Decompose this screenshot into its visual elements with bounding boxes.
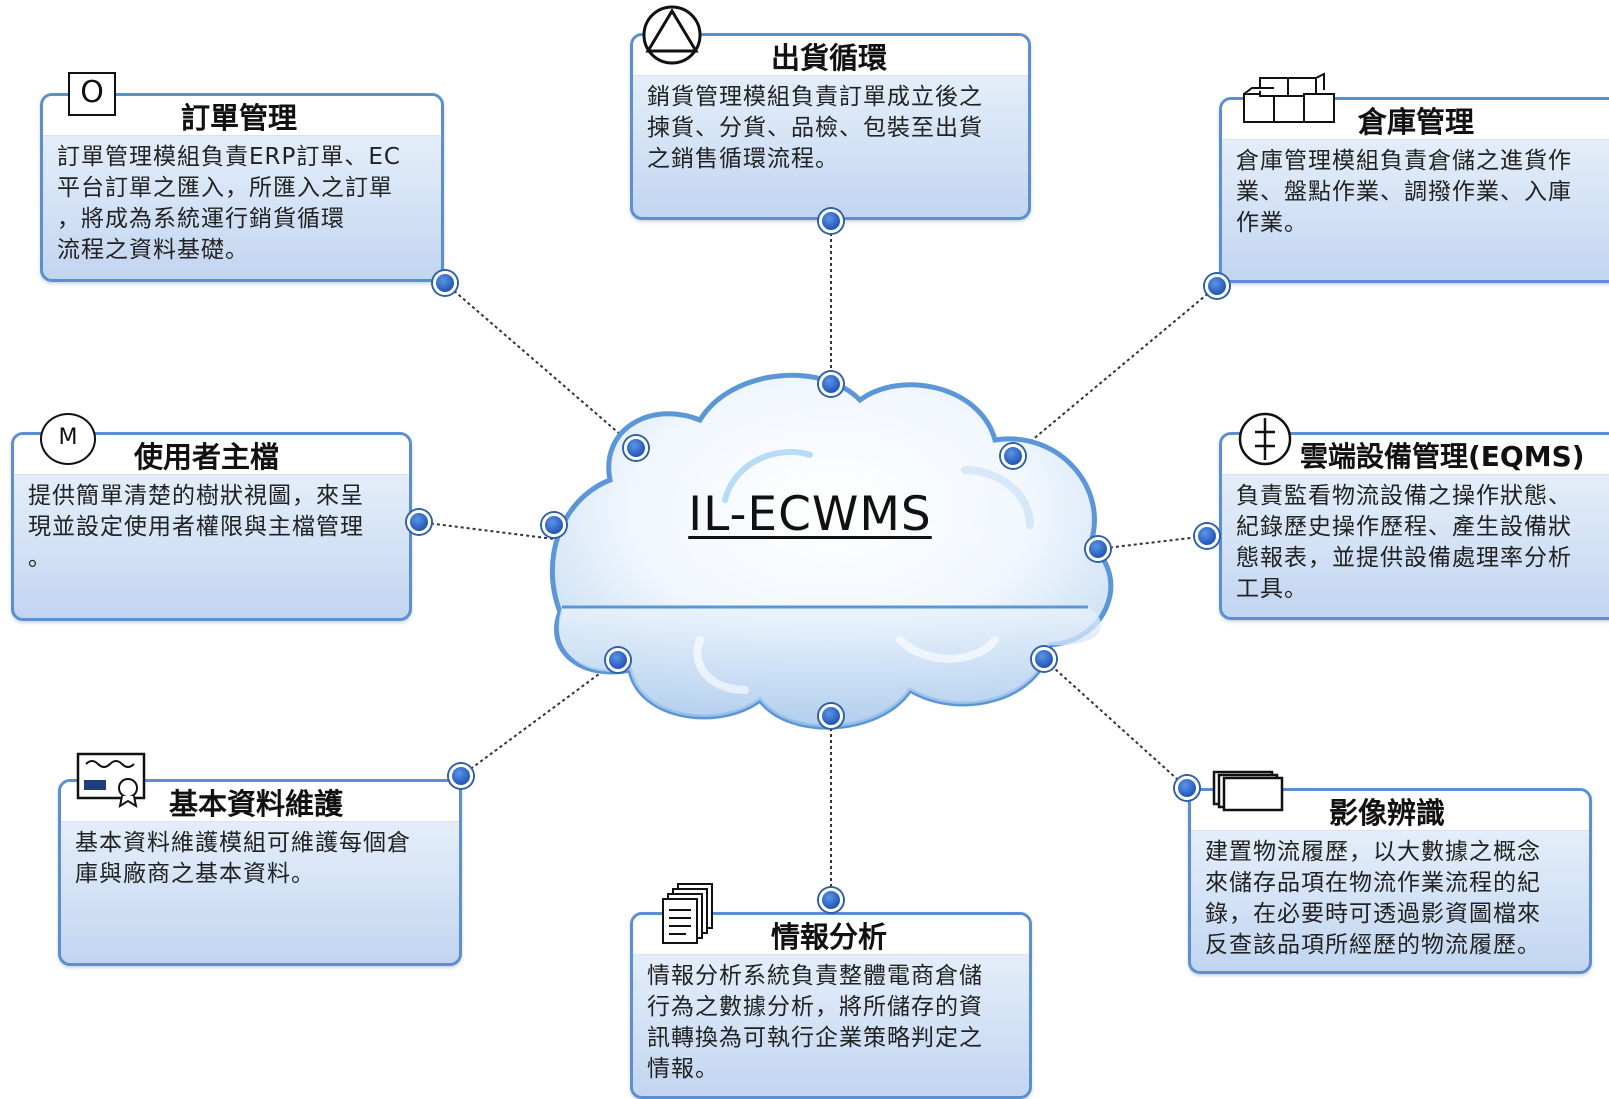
card-description: 倉庫管理模組負責倉儲之進貨作 業、盤點作業、調撥作業、入庫 作業。 xyxy=(1236,148,1572,236)
connector-user xyxy=(418,521,555,540)
card-description: 提供簡單清楚的樹狀視圖，來呈 現並設定使用者權限與主檔管理 。 xyxy=(28,483,364,571)
connector-dot xyxy=(819,372,843,396)
card-title: 情報分析 xyxy=(771,920,888,954)
connector-order xyxy=(444,282,637,449)
card-title: 雲端設備管理(EQMS) xyxy=(1300,440,1585,473)
circle-letter-m-icon: M xyxy=(40,413,96,465)
connector-dot xyxy=(1175,776,1199,800)
module-card-order[interactable]: 訂單管理 訂單管理模組負責ERP訂單、EC 平台訂單之匯入，所匯入之訂單 ，將成… xyxy=(40,93,444,282)
connector-dot xyxy=(819,888,843,912)
module-card-warehouse[interactable]: 倉庫管理 倉庫管理模組負責倉儲之進貨作 業、盤點作業、調撥作業、入庫 作業。 xyxy=(1219,97,1609,283)
card-description: 負責監看物流設備之操作狀態、 紀錄歷史操作歷程、產生設備狀 態報表，並提供設備處… xyxy=(1236,483,1572,602)
module-card-shipping[interactable]: 出貨循環 銷貨管理模組負責訂單成立後之 揀貨、分貨、品檢、包裝至出貨 之銷售循環… xyxy=(630,33,1031,220)
connector-dot xyxy=(1032,647,1056,671)
connector-dot xyxy=(819,704,843,728)
module-card-image[interactable]: 影像辨識 建置物流履歷，以大數據之概念 來儲存品項在物流作業流程的紀 錄，在必要… xyxy=(1188,788,1592,974)
connector-basic xyxy=(460,659,619,777)
card-description: 建置物流履歷，以大數據之概念 來儲存品項在物流作業流程的紀 錄，在必要時可透過影… xyxy=(1205,839,1541,958)
connector-dot xyxy=(606,648,630,672)
card-description: 基本資料維護模組可維護每個倉 庫與廠商之基本資料。 xyxy=(75,830,411,887)
connector-dot xyxy=(1001,444,1025,468)
connector-dot xyxy=(1205,274,1229,298)
module-card-eqms[interactable]: 雲端設備管理(EQMS) 負責監看物流設備之操作狀態、 紀錄歷史操作歷程、產生設… xyxy=(1219,432,1609,620)
connector-dot xyxy=(819,209,843,233)
certificate-icon xyxy=(76,752,146,808)
stacked-screens-icon xyxy=(1212,770,1284,812)
cloud-shape xyxy=(549,372,1114,730)
connector-dot xyxy=(449,764,473,788)
card-title: 訂單管理 xyxy=(181,101,298,135)
connector-dot xyxy=(542,513,566,537)
connector-dot xyxy=(407,510,431,534)
module-card-user[interactable]: 使用者主檔 提供簡單清楚的樹狀視圖，來呈 現並設定使用者權限與主檔管理 。 xyxy=(11,432,412,621)
stacked-boxes-icon xyxy=(1243,72,1335,123)
card-title: 基本資料維護 xyxy=(169,787,344,821)
card-description: 情報分析系統負責整體電商倉儲 行為之數據分析，將所儲存的資 訊轉換為可執行企業策… xyxy=(647,963,983,1082)
triangle-in-circle-icon xyxy=(642,5,702,65)
card-title: 倉庫管理 xyxy=(1358,105,1475,139)
document-stack-icon xyxy=(662,883,713,944)
card-title: 影像辨識 xyxy=(1329,796,1446,830)
module-card-basic[interactable]: 基本資料維護 基本資料維護模組可維護每個倉 庫與廠商之基本資料。 xyxy=(58,779,462,966)
connector-eqms xyxy=(1097,535,1208,550)
card-description: 訂單管理模組負責ERP訂單、EC 平台訂單之匯入，所匯入之訂單 ，將成為系統運行… xyxy=(57,144,401,263)
card-title: 使用者主檔 xyxy=(134,440,280,474)
connector-dot xyxy=(1195,524,1219,548)
card-title: 出貨循環 xyxy=(771,41,888,75)
connector-image xyxy=(1043,658,1188,789)
connector-dot xyxy=(624,436,648,460)
connector-dot xyxy=(1086,537,1110,561)
connector-warehouse xyxy=(1012,285,1218,457)
equipment-symbol-icon xyxy=(1238,412,1292,466)
center-title: IL-ECWMS xyxy=(688,487,932,542)
circle-letter-o-icon: O xyxy=(68,72,116,116)
connector-dot xyxy=(433,271,457,295)
card-description: 銷貨管理模組負責訂單成立後之 揀貨、分貨、品檢、包裝至出貨 之銷售循環流程。 xyxy=(647,84,983,172)
module-card-intel[interactable]: 情報分析 情報分析系統負責整體電商倉儲 行為之數據分析，將所儲存的資 訊轉換為可… xyxy=(630,912,1032,1099)
